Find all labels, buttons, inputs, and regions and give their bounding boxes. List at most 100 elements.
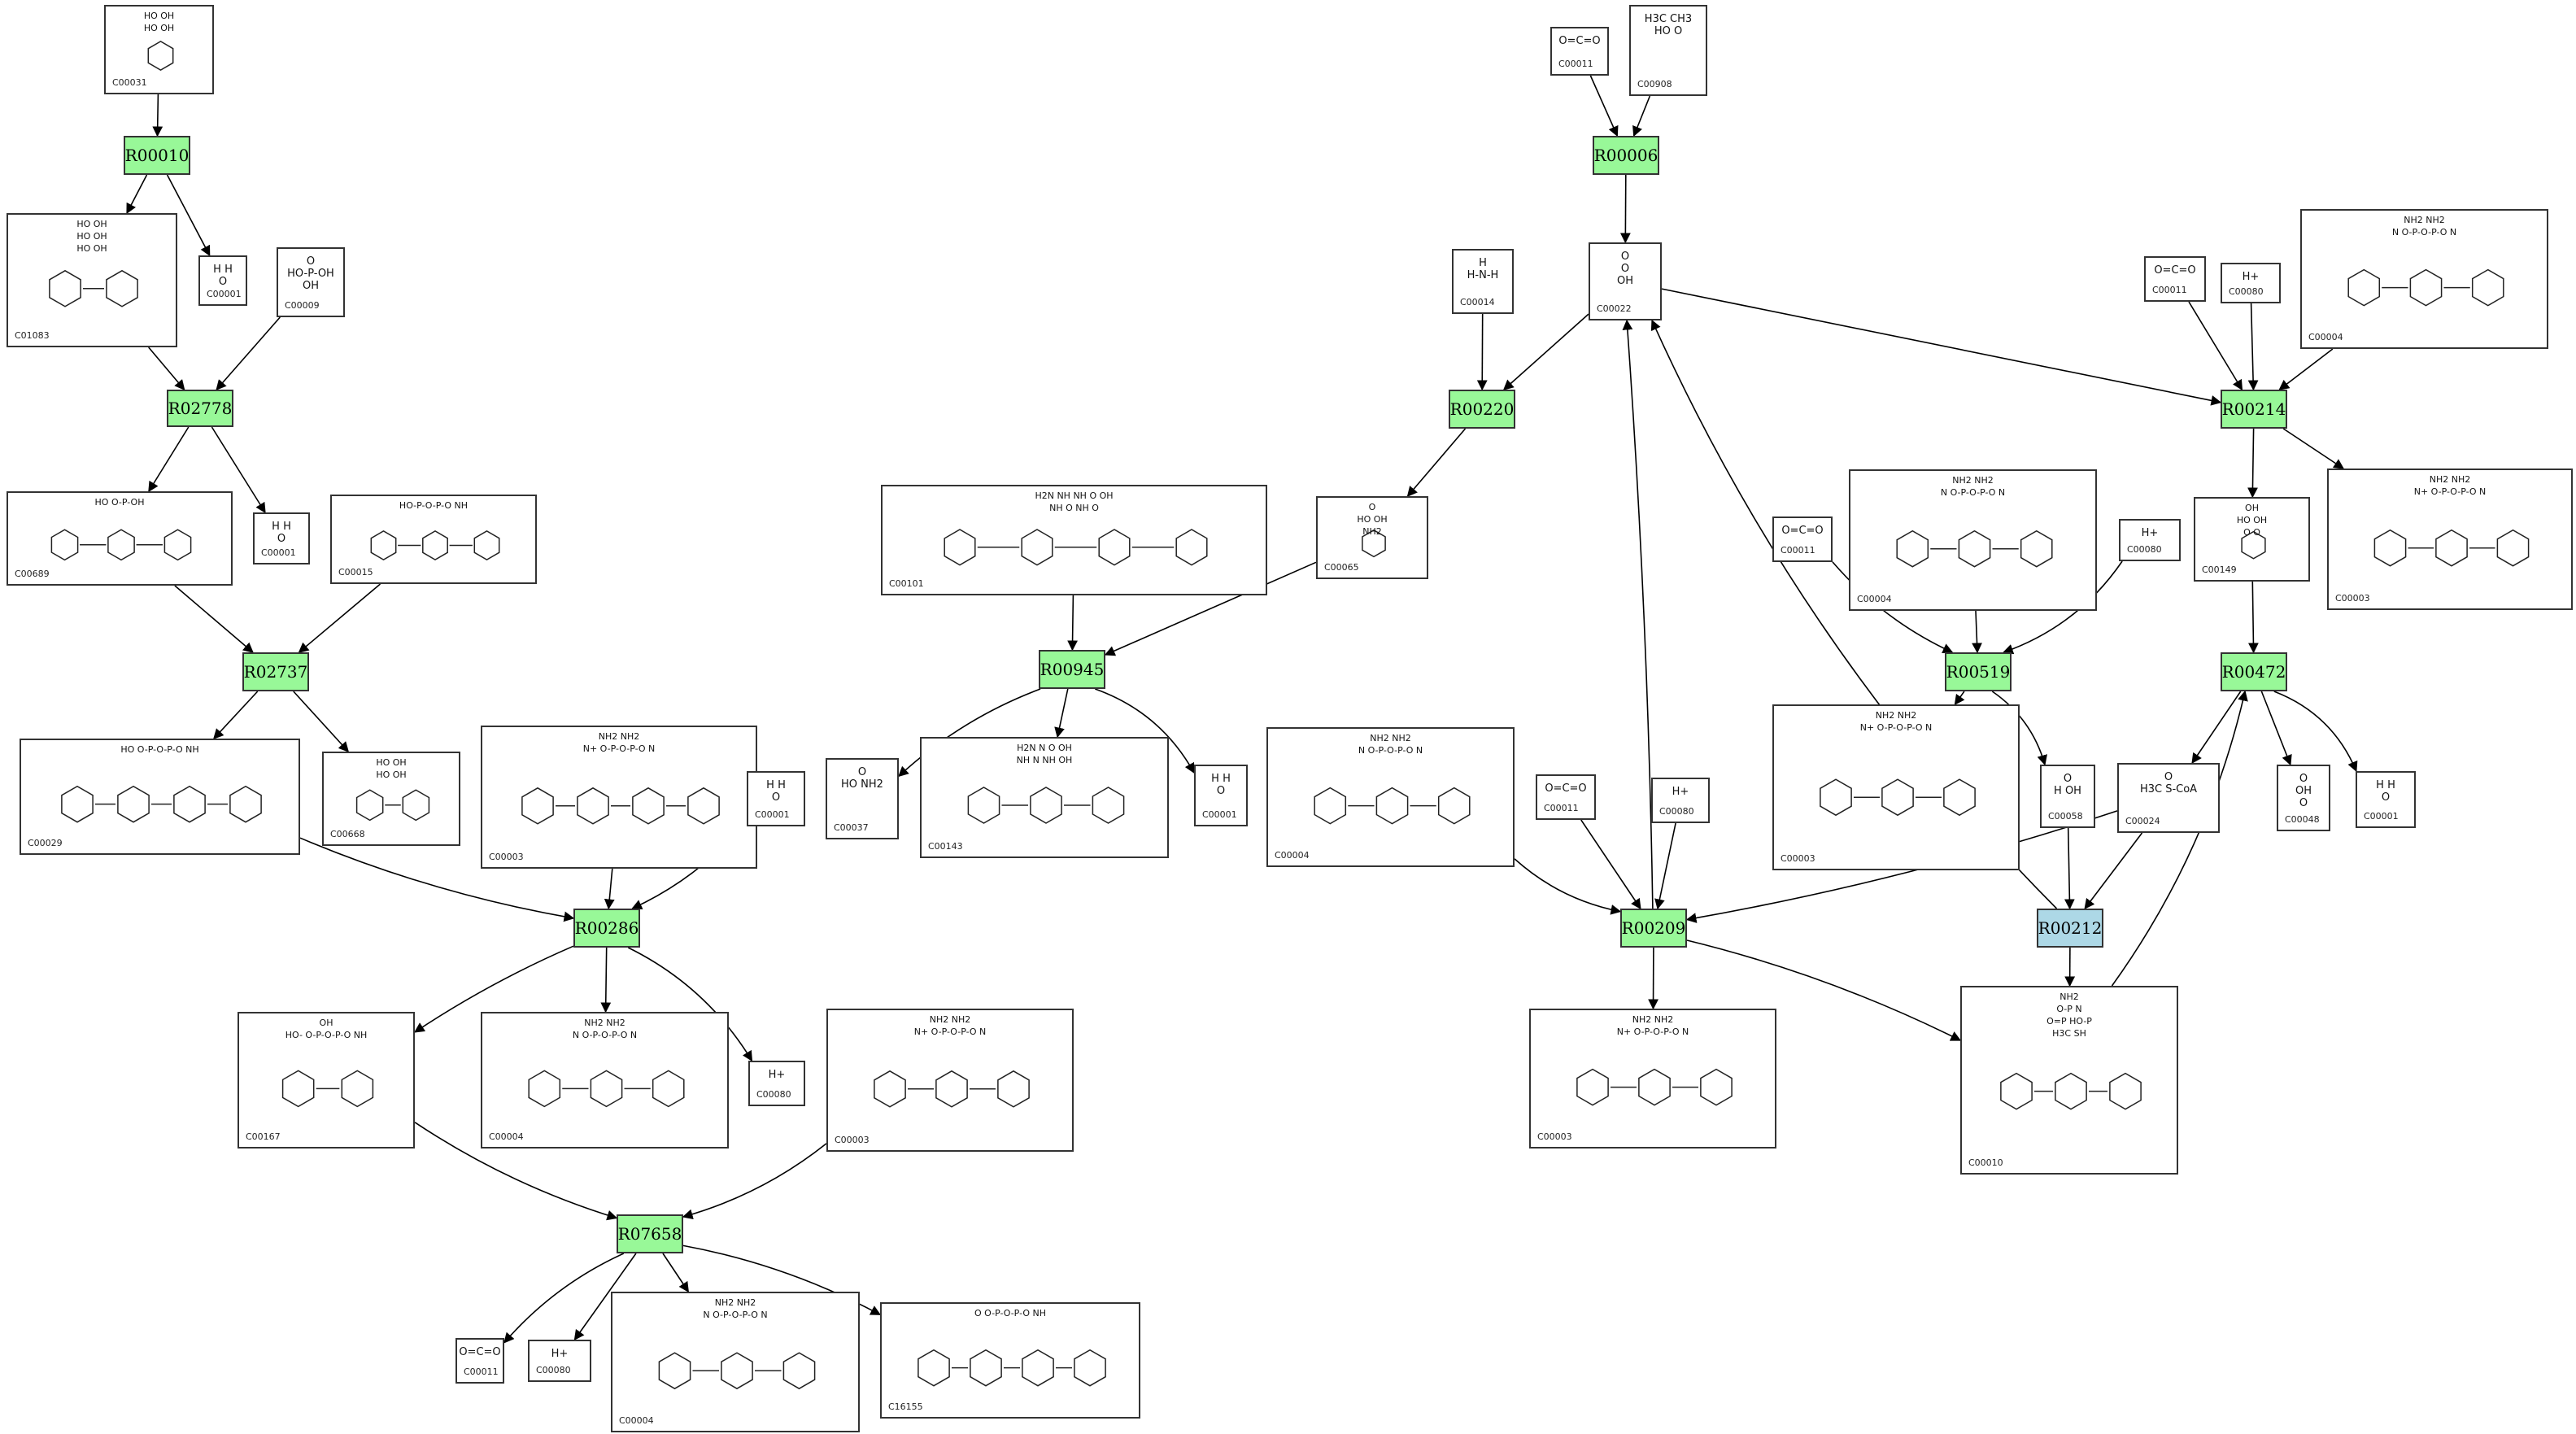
compound-node-c00080[interactable]: H+C00080 xyxy=(528,1340,591,1382)
compound-id-label: C00167 xyxy=(246,1131,281,1142)
compound-structure-label: H H O xyxy=(1211,773,1231,797)
compound-structure-label: HO OH HO OH xyxy=(376,757,407,780)
reaction-node-r00220[interactable]: R00220 xyxy=(1449,390,1515,429)
reaction-node-r00010[interactable]: R00010 xyxy=(124,136,190,175)
reaction-node-r00472[interactable]: R00472 xyxy=(2221,652,2287,691)
compound-id-label: C00004 xyxy=(619,1415,654,1426)
compound-structure-label: NH2 NH2 N O-P-O-P-O N xyxy=(1940,475,2006,498)
compound-id-label: C00065 xyxy=(1324,562,1359,573)
compound-id-label: C00031 xyxy=(112,77,147,88)
compound-structure-label: H3C CH3 HO O xyxy=(1644,13,1693,37)
compound-structure-label: NH2 NH2 N+ O-P-O-P-O N xyxy=(1616,1014,1689,1037)
reaction-node-r00945[interactable]: R00945 xyxy=(1039,650,1105,689)
compound-node-c00080[interactable]: H+C00080 xyxy=(748,1061,805,1106)
compound-node-c00908[interactable]: H3C CH3 HO O C00908 xyxy=(1629,5,1707,96)
compound-structure-label: HO O-P-OH xyxy=(94,497,145,508)
structure-sketch xyxy=(1576,1068,1733,1106)
compound-node-c00080[interactable]: H+C00080 xyxy=(2221,263,2281,303)
reaction-node-r02737[interactable]: R02737 xyxy=(242,652,309,691)
reaction-node-r07658[interactable]: R07658 xyxy=(617,1214,683,1253)
edge-c3b-R07658 xyxy=(682,1143,827,1220)
reaction-node-r00214[interactable]: R00214 xyxy=(2221,390,2287,429)
reaction-node-r00519[interactable]: R00519 xyxy=(1945,652,2012,691)
compound-structure-label: O=C=O xyxy=(1781,525,1824,537)
compound-node-c00080[interactable]: H+C00080 xyxy=(2119,519,2181,561)
compound-id-label: C00011 xyxy=(1558,59,1593,69)
compound-id-label: C00003 xyxy=(835,1135,870,1145)
compound-id-label: C00010 xyxy=(1968,1157,2003,1168)
compound-id-label: C00908 xyxy=(1637,79,1672,89)
structure-sketch xyxy=(521,787,720,825)
edge-c80e-R00519 xyxy=(2003,560,2123,655)
edge-R00286-c4a xyxy=(600,947,612,1013)
edge-R00472-c48 xyxy=(2260,691,2292,766)
edge-R00209-c10 xyxy=(1686,939,1962,1041)
compound-structure-label: NH2 NH2 N+ O-P-O-P-O N xyxy=(582,731,656,754)
compound-structure-label: O=C=O xyxy=(459,1346,501,1358)
edge-c14-R00220 xyxy=(1476,313,1488,391)
compound-id-label: C00003 xyxy=(489,852,524,862)
compound-node-c00003[interactable]: NH2 NH2 N+ O-P-O-P-O N C00003 xyxy=(481,726,757,869)
structure-sketch xyxy=(2347,268,2504,307)
compound-structure-label: H+ xyxy=(551,1348,569,1360)
edge-c22-R00220 xyxy=(1502,313,1589,390)
reaction-node-r00209[interactable]: R00209 xyxy=(1620,909,1687,948)
edge-c31-R00010 xyxy=(152,94,163,137)
compound-node-c00011[interactable]: O=C=O C00011 xyxy=(1550,27,1609,76)
reaction-node-r00286[interactable]: R00286 xyxy=(573,909,640,948)
compound-structure-label: OH HO OH O O xyxy=(2236,503,2268,538)
edge-c4e-R00519 xyxy=(1972,610,1982,654)
edge-c10-R00472 xyxy=(2111,690,2248,987)
compound-structure-label: HO-P-O-P-O NH xyxy=(399,500,469,511)
edge-R00519-c58 xyxy=(1991,691,2047,766)
edge-R02737-c29 xyxy=(213,691,259,739)
edge-c58-R00212 xyxy=(2064,827,2075,910)
compound-structure-label: O OH O xyxy=(2295,773,2312,809)
reaction-node-r02778[interactable]: R02778 xyxy=(167,390,233,427)
edge-c11b-R00006 xyxy=(1589,75,1619,137)
structure-sketch xyxy=(658,1352,816,1390)
reaction-node-r00212[interactable]: R00212 xyxy=(2037,909,2103,948)
compound-node-c00080[interactable]: H+C00080 xyxy=(1651,778,1710,823)
compound-structure-label: O=C=O xyxy=(1558,35,1601,47)
reaction-node-r00006[interactable]: R00006 xyxy=(1593,136,1659,175)
